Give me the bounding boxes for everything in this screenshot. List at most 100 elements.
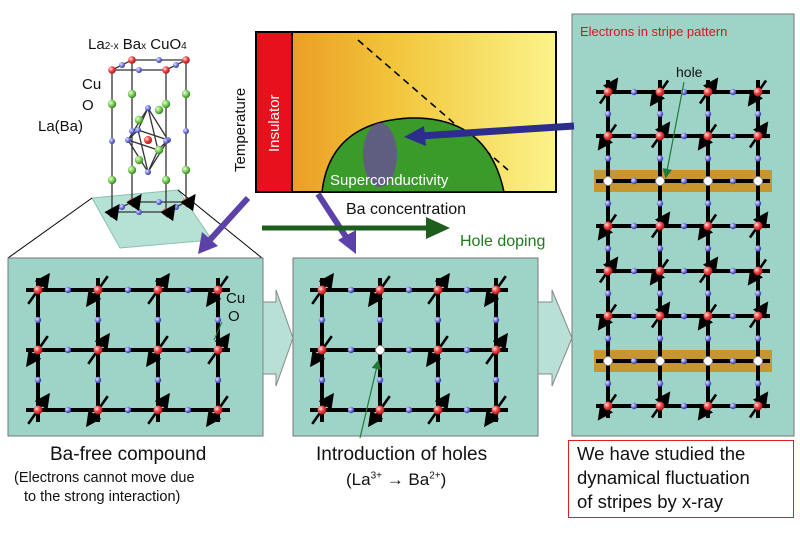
oxygen-atom xyxy=(184,406,192,414)
lanthanum-atom xyxy=(107,99,117,109)
panel1-o-label: O xyxy=(228,308,240,325)
oxygen-atom xyxy=(156,199,162,205)
oxygen-atom xyxy=(630,357,638,365)
oxygen-atom xyxy=(124,346,132,354)
copper-atom xyxy=(655,131,665,141)
oxygen-atom xyxy=(124,286,132,294)
copper-atom xyxy=(703,221,713,231)
oxygen-atom xyxy=(754,200,762,207)
crystal-label-o: O xyxy=(82,97,94,114)
oxygen-atom xyxy=(630,312,638,320)
oxygen-atom xyxy=(754,245,762,252)
copper-atom xyxy=(703,266,713,276)
oxygen-atom xyxy=(729,312,737,320)
oxygen-atom xyxy=(729,88,737,96)
copper-atom xyxy=(33,405,43,415)
oxygen-atom xyxy=(318,316,326,324)
oxygen-atom xyxy=(376,316,384,324)
lanthanum-atom xyxy=(161,175,171,185)
oxygen-atom xyxy=(630,402,638,410)
oxygen-atom xyxy=(64,346,72,354)
copper-atom xyxy=(433,345,443,355)
copper-atom xyxy=(603,87,613,97)
oxygen-atom xyxy=(405,346,413,354)
lanthanum-atom xyxy=(134,115,144,125)
oxygen-atom xyxy=(184,346,192,354)
cuo2-plane xyxy=(91,189,213,249)
copper-atom xyxy=(703,401,713,411)
oxygen-atom xyxy=(347,346,355,354)
lanthanum-atom xyxy=(127,165,137,175)
oxygen-atom xyxy=(214,376,222,384)
copper-atom xyxy=(753,221,763,231)
oxygen-atom xyxy=(154,376,162,384)
copper-atom xyxy=(153,285,163,295)
oxygen-atom xyxy=(704,200,712,207)
oxygen-atom xyxy=(656,110,664,118)
oxygen-atom xyxy=(145,169,151,175)
hole-site xyxy=(703,176,713,186)
oxygen-atom xyxy=(125,137,131,143)
oxygen-atom xyxy=(34,316,42,324)
panel2-caption-formula: (La3+ → Ba2+) xyxy=(346,470,447,489)
copper-atom xyxy=(213,405,223,415)
oxygen-atom xyxy=(129,128,135,134)
copper-atom xyxy=(144,136,152,144)
oxygen-atom xyxy=(163,138,169,144)
panel1-caption-line3: to the strong interaction) xyxy=(24,489,181,505)
panel2-caption-title: Introduction of holes xyxy=(316,444,488,465)
oxygen-atom xyxy=(630,177,638,185)
oxygen-atom xyxy=(604,245,612,252)
oxygen-atom xyxy=(604,200,612,207)
hole-doping-arrowhead xyxy=(426,217,450,239)
oxygen-atom xyxy=(173,204,179,210)
copper-atom xyxy=(108,66,116,74)
copper-atom xyxy=(93,285,103,295)
oxygen-atom xyxy=(656,335,664,342)
crystal-structure xyxy=(7,56,263,259)
oxygen-atom xyxy=(604,380,612,387)
stripe-region-ellipse xyxy=(363,123,397,187)
pointer-arrow-panel2 xyxy=(315,192,351,242)
oxygen-atom xyxy=(704,335,712,342)
copper-atom xyxy=(655,221,665,231)
lattice-holes xyxy=(310,272,508,428)
oxygen-atom xyxy=(376,376,384,384)
copper-atom xyxy=(375,405,385,415)
copper-atom xyxy=(603,401,613,411)
crystal-label-la: La(Ba) xyxy=(38,118,84,135)
panel1-caption-line2: (Electrons cannot move due xyxy=(14,470,195,486)
copper-atom xyxy=(753,311,763,321)
oxygen-atom xyxy=(434,376,442,384)
octahedron-edge xyxy=(137,129,169,141)
oxygen-atom xyxy=(630,222,638,230)
copper-atom xyxy=(153,345,163,355)
oxygen-atom xyxy=(156,57,162,63)
copper-atom xyxy=(33,345,43,355)
oxygen-atom xyxy=(347,286,355,294)
copper-atom xyxy=(317,285,327,295)
copper-atom xyxy=(753,87,763,97)
oxygen-atom xyxy=(184,286,192,294)
hole-leader-panel3 xyxy=(662,81,685,179)
copper-atom xyxy=(317,345,327,355)
lanthanum-atom xyxy=(107,175,117,185)
copper-atom xyxy=(491,405,501,415)
chevron-arrow-2 xyxy=(537,289,573,387)
o-leader-panel1 xyxy=(213,321,223,341)
oxygen-atom xyxy=(656,380,664,387)
octahedron-edge xyxy=(137,129,149,173)
phase-diagram xyxy=(255,31,557,193)
copper-atom xyxy=(213,285,223,295)
octahedron-edge xyxy=(147,107,159,151)
oxygen-atom xyxy=(34,376,42,384)
study-note-line2: dynamical fluctuation xyxy=(577,467,750,488)
lanthanum-atom xyxy=(134,155,144,165)
copper-atom xyxy=(162,66,170,74)
oxygen-atom xyxy=(680,267,688,275)
copper-atom xyxy=(703,87,713,97)
copper-atom xyxy=(93,345,103,355)
stripe-panel-title: Electrons in stripe pattern xyxy=(580,24,728,39)
copper-atom xyxy=(603,266,613,276)
oxygen-atom xyxy=(94,316,102,324)
